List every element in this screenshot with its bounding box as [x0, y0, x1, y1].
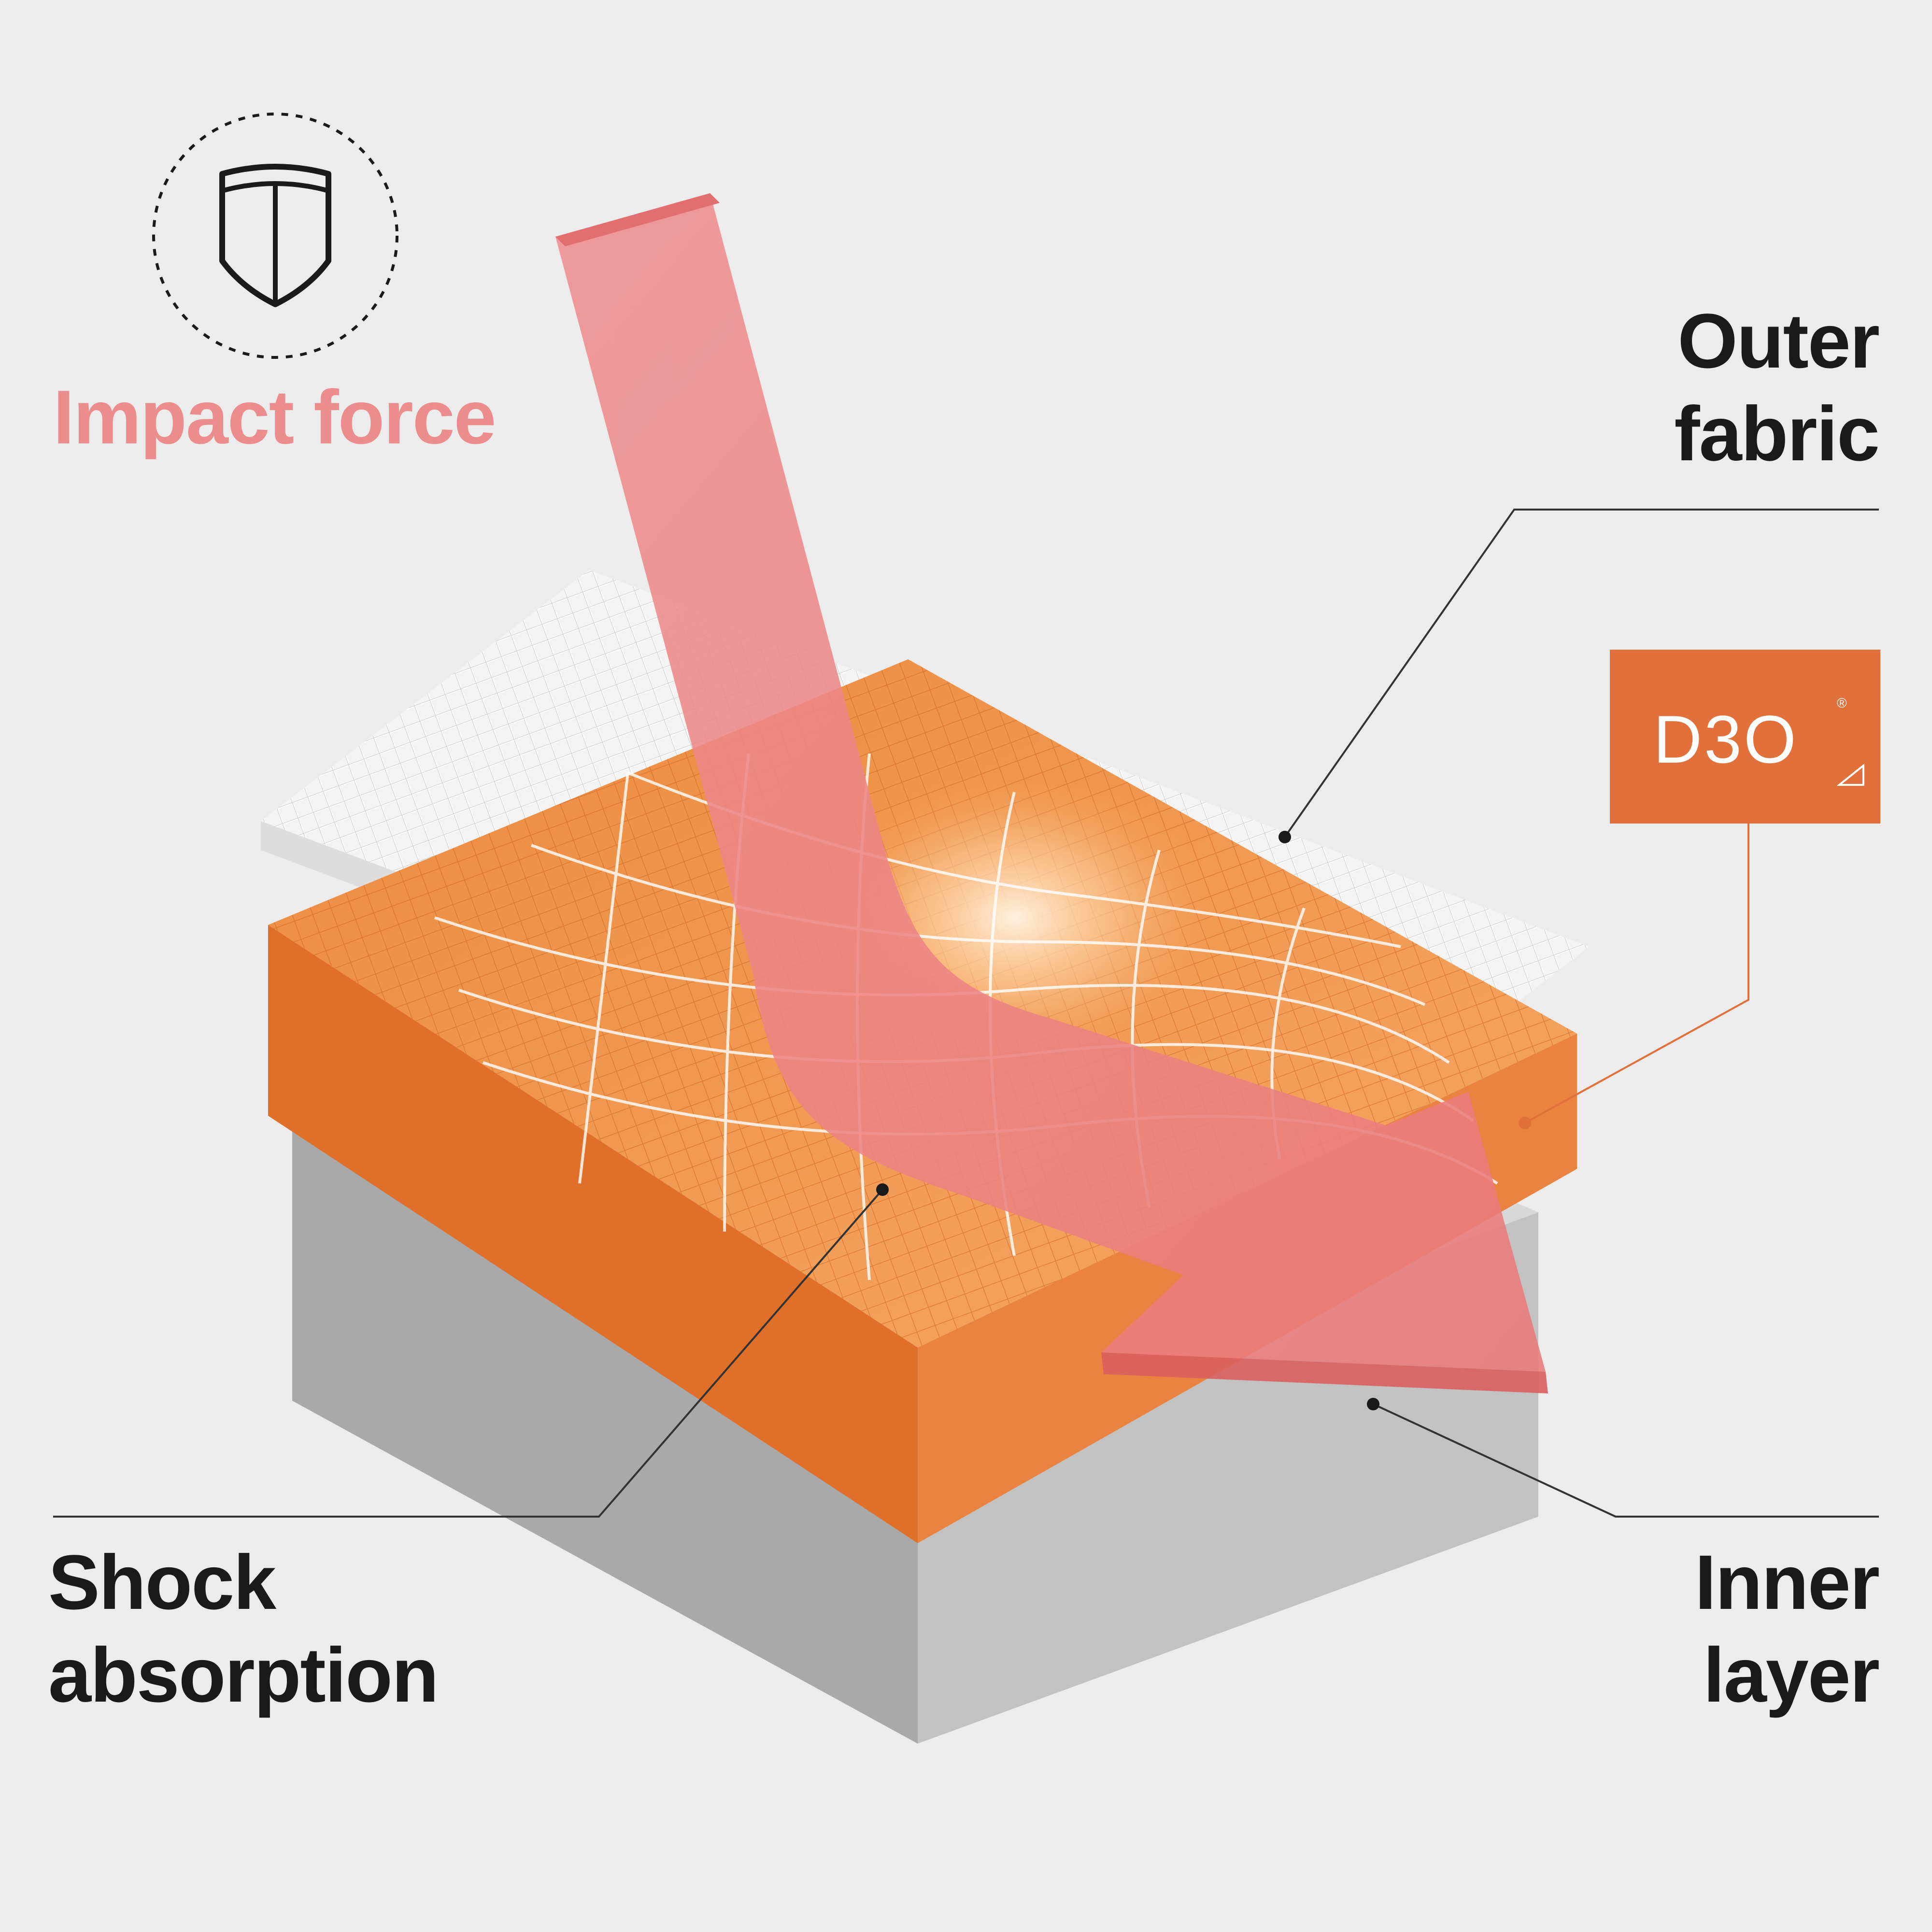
outer-fabric-label: Outer fabric — [1674, 295, 1880, 480]
inner-layer-line-1: Inner — [1694, 1539, 1880, 1625]
brand-leader — [1524, 824, 1749, 1124]
shock-absorption-line-1: Shock — [48, 1539, 276, 1625]
outer-fabric-line-2: fabric — [1674, 390, 1880, 477]
impact-force-arrow — [555, 193, 1548, 1393]
inner-layer-line-2: layer — [1703, 1632, 1880, 1718]
shock-absorption-line-2: absorption — [48, 1632, 439, 1718]
registered-mark: ® — [1837, 696, 1847, 710]
shock-absorption-label: Shock absorption — [48, 1536, 439, 1721]
impact-force-label: Impact force — [53, 375, 497, 460]
outer-fabric-leader — [1284, 509, 1879, 838]
leader-dots — [876, 831, 1531, 1410]
inner-layer-leader — [1373, 1403, 1879, 1518]
triangle-icon — [1837, 763, 1864, 786]
leader-lines — [53, 509, 1879, 1518]
shield-icon — [152, 113, 398, 359]
outer-fabric-line-1: Outer — [1677, 298, 1880, 384]
brand-logo-box: D3O ® — [1610, 650, 1880, 824]
inner-layer-label: Inner layer — [1694, 1536, 1880, 1721]
shock-absorption-leader — [53, 1189, 883, 1518]
brand-logo-text: D3O — [1653, 701, 1798, 777]
